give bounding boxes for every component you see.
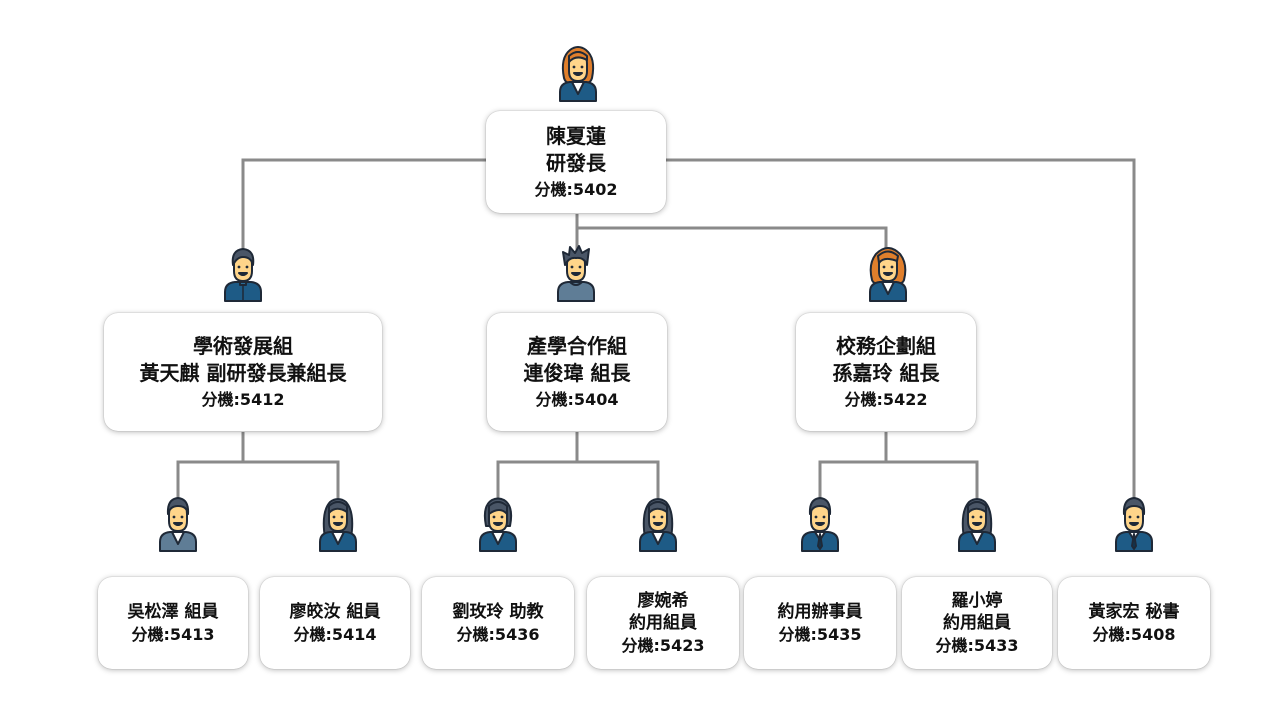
staff-avatar	[146, 488, 210, 552]
division-name: 校務企劃組	[836, 334, 936, 358]
staff-avatar	[945, 488, 1009, 552]
staff-extension: 分機:5423	[621, 635, 705, 655]
division-head: 連俊瑋 組長	[523, 361, 631, 385]
connector-academic-to-staff	[176, 432, 340, 498]
connector-planning-to-staff	[818, 432, 979, 498]
woman-curly-hair-icon	[869, 247, 907, 302]
staff-extension: 分機:5413	[131, 624, 215, 644]
division-name: 學術發展組	[193, 334, 293, 358]
staff-extension: 分機:5408	[1092, 624, 1176, 644]
staff-name: 羅小婷	[951, 590, 1003, 611]
division-card-planning: 校務企劃組 孫嘉玲 組長 分機:5422	[796, 313, 976, 431]
division-head: 孫嘉玲 組長	[832, 361, 940, 385]
division-extension: 分機:5404	[535, 390, 619, 409]
man-sweater-icon	[159, 497, 197, 552]
staff-name: 黃家宏 秘書	[1088, 601, 1180, 622]
staff-title: 約用組員	[629, 612, 697, 633]
staff-avatar	[788, 488, 852, 552]
director-name: 陳夏蓮	[546, 124, 606, 148]
staff-extension: 分機:5414	[293, 624, 377, 644]
staff-extension: 分機:5435	[778, 624, 862, 644]
staff-avatar	[1102, 488, 1166, 552]
connector-director-to-secretary	[665, 158, 1136, 498]
staff-card: 吳松澤 組員 分機:5413	[98, 577, 248, 669]
division-avatar	[856, 238, 920, 302]
connector-industry-to-staff	[496, 432, 660, 498]
staff-extension: 分機:5433	[935, 635, 1019, 655]
woman-long-hair-icon	[319, 498, 357, 552]
staff-card: 廖皎汝 組員 分機:5414	[260, 577, 410, 669]
division-card-academic: 學術發展組 黃天麒 副研發長兼組長 分機:5412	[104, 313, 382, 431]
staff-card: 約用辦事員 分機:5435	[744, 577, 896, 669]
staff-name: 廖婉希	[637, 590, 689, 611]
staff-title: 約用組員	[943, 612, 1011, 633]
woman-long-hair-icon	[639, 498, 677, 552]
staff-avatar	[626, 488, 690, 552]
staff-avatar	[306, 488, 370, 552]
division-name: 產學合作組	[527, 334, 627, 358]
man-spiky-hair-icon	[557, 245, 595, 302]
staff-extension: 分機:5436	[456, 624, 540, 644]
division-extension: 分機:5422	[844, 390, 928, 409]
staff-name: 劉玫玲 助教	[452, 601, 544, 622]
division-card-industry: 產學合作組 連俊瑋 組長 分機:5404	[487, 313, 667, 431]
division-head: 黃天麒 副研發長兼組長	[139, 361, 347, 385]
connector-director-to-academic	[241, 158, 486, 258]
staff-name: 吳松澤 組員	[127, 601, 219, 622]
woman-bob-hair-icon	[479, 497, 517, 552]
division-extension: 分機:5412	[201, 390, 285, 409]
director-avatar	[546, 38, 610, 102]
staff-name: 廖皎汝 組員	[289, 601, 381, 622]
division-avatar	[544, 238, 608, 302]
director-title: 研發長	[546, 151, 606, 175]
division-avatar	[211, 238, 275, 302]
staff-card: 劉玫玲 助教 分機:5436	[422, 577, 574, 669]
staff-card: 羅小婷 約用組員 分機:5433	[902, 577, 1052, 669]
staff-avatar	[466, 488, 530, 552]
director-card: 陳夏蓮 研發長 分機:5402	[486, 111, 666, 213]
director-extension: 分機:5402	[534, 180, 618, 199]
man-suit-icon	[1115, 497, 1153, 552]
connector-director-to-planning	[577, 226, 888, 258]
man-suit-icon	[801, 497, 839, 552]
staff-name: 約用辦事員	[777, 601, 863, 622]
staff-card: 黃家宏 秘書 分機:5408	[1058, 577, 1210, 669]
man-collar-icon	[224, 248, 262, 302]
staff-card: 廖婉希 約用組員 分機:5423	[587, 577, 739, 669]
woman-long-hair-icon	[958, 498, 996, 552]
woman-orange-hair-icon	[559, 46, 597, 102]
